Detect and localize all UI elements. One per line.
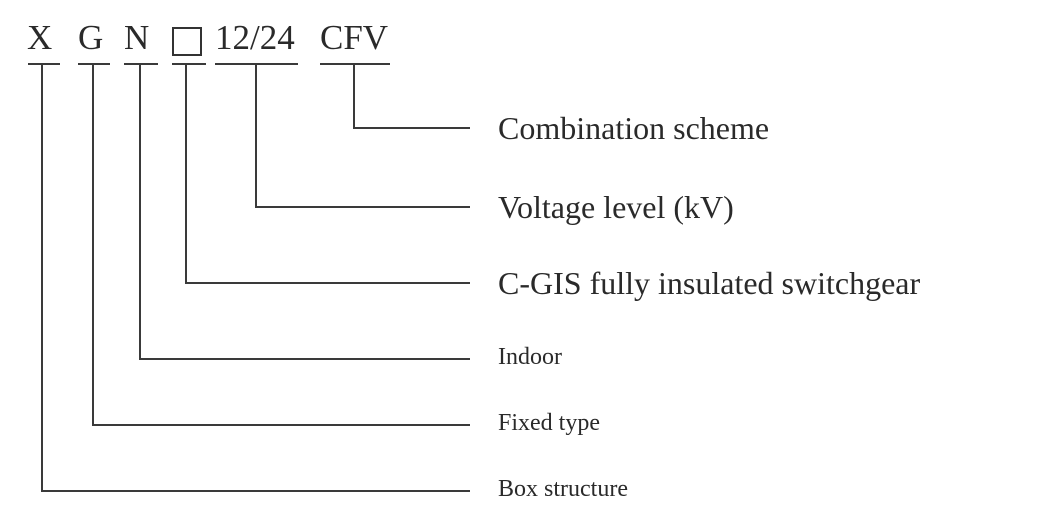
code-letter-g: G: [78, 18, 104, 57]
desc-voltage-level: Voltage level (kV): [498, 189, 734, 225]
desc-combination-scheme: Combination scheme: [498, 110, 770, 146]
leader-box: [185, 64, 470, 284]
code-scheme: CFV: [320, 18, 389, 57]
leader-n: [139, 64, 470, 360]
leader-voltage: [255, 64, 470, 208]
desc-fixed-type: Fixed type: [498, 410, 600, 436]
leader-g: [92, 64, 470, 426]
code-voltage: 12/24: [215, 18, 295, 57]
leader-x: [41, 64, 470, 492]
leader-scheme: [353, 64, 470, 129]
desc-cgis-switchgear: C-GIS fully insulated switchgear: [498, 265, 921, 301]
code-letter-x: X: [27, 18, 53, 57]
desc-indoor: Indoor: [498, 344, 562, 370]
code-letter-n: N: [124, 18, 150, 57]
desc-box-structure: Box structure: [498, 476, 628, 502]
placeholder-box: [172, 27, 202, 56]
